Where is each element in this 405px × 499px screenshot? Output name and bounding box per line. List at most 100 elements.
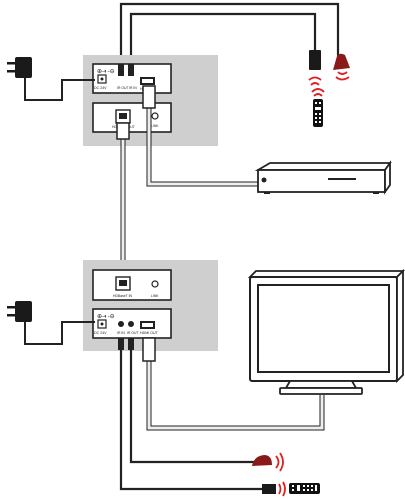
tv-display-icon [247,268,405,395]
tx-link-label: LINK [151,124,159,128]
remote-b-btn-8 [311,485,313,487]
player-disc-slot [328,178,356,180]
power-prong-bottom-1 [7,306,16,309]
rx-polarity-mark: ⊕-◐-⊖ [97,314,115,320]
remote-btn-8 [315,121,317,123]
hdmi-cable-top [142,85,258,187]
remote-btn-3 [315,107,321,110]
hdmi-cable-bottom-fill [147,360,324,430]
tv-bezel-side [396,268,404,384]
remote-b-btn-9 [311,489,313,491]
remote-b-btn-3 [297,485,300,491]
tv-screen [257,284,390,373]
ir-eye-waves-bottom [278,481,286,497]
tx-ir-out-label: IR OUT [117,86,129,90]
rx-hdbt-label: HDBaseT IN [113,294,133,298]
ir-cables-bottom [118,338,263,491]
tv-base [279,387,363,395]
rx-ir-in-jack [118,321,124,327]
power-brick-bottom [15,301,32,322]
ir-blaster-waves-bottom [275,452,284,472]
remote-b-btn-1 [292,485,294,487]
remote-body-top [313,99,323,127]
ir-blaster-body-bottom [252,455,272,466]
blu-ray-player-icon [254,160,392,195]
ir-plug-bottom-2 [128,338,134,350]
remote-buttons-bottom [292,485,317,491]
remote-btn-9 [319,121,321,123]
ir-eye-waves-top [308,76,322,86]
player-top [254,162,392,171]
tx-ir-out-jack [128,64,134,76]
hdmi-cable-top-fill [147,108,258,186]
rx-ir-in-label: IR IN [117,331,125,335]
rx-rj45-inner [119,280,127,286]
hdmi-plug-top [142,85,156,109]
tx-dc-pin [100,77,104,81]
power-adapter-icon [7,301,95,345]
power-adapter-icon [7,57,95,101]
remote-waves-top [311,88,325,97]
remote-buttons-top [315,102,321,123]
remote-b-btn-4 [303,485,305,487]
player-side [384,160,391,195]
remote-btn-2 [319,102,321,104]
player-front [257,169,386,193]
remote-btn-4 [315,113,317,115]
remote-b-btn-2 [292,489,294,491]
rx-link-label: LINK [151,294,159,298]
ir-blaster-icon [252,452,284,472]
power-brick-top [15,57,32,78]
player-foot-2 [373,192,379,194]
remote-btn-1 [315,102,317,104]
power-prong-top-1 [7,62,16,65]
ir-receiver-eye-icon [308,50,322,86]
rx-ir-out-jack [128,321,134,327]
ir-cable-bottom-remote [119,350,263,491]
ir-in-cable-top [119,2,340,66]
hdbaset-cable [116,122,130,279]
tx-dc-label: DC 24V [94,86,107,90]
ir-blaster-icon [333,53,350,81]
tx-hdmi-port-inner [142,79,153,83]
remote-b-btn-7 [307,489,309,491]
remote-control-icon [311,88,325,127]
tx-rj45-inner [119,113,127,119]
rx-hdmi-label: HDMI OUT [140,331,159,335]
remote-btn-5 [319,113,321,115]
ir-out-cable-top [129,12,317,66]
tx-ir-in-jack [118,64,124,76]
tx-ir-in-label: IR IN [129,86,137,90]
remote-b-btn-6 [307,485,309,487]
tv-stand [284,380,358,389]
rx-link-led [151,280,159,288]
tx-polarity-mark: ⊕-◐-⊖ [97,69,115,75]
remote-control-icon [289,483,320,494]
ir-blaster-waves-top [335,71,350,81]
rx-ir-out-label: IR OUT [127,331,139,335]
remote-b-btn-5 [303,489,305,491]
ir-receiver-eye-icon [262,481,286,497]
power-prong-top-2 [7,70,16,73]
ir-cable-bottom-eye [129,350,256,464]
power-prong-bottom-2 [7,314,16,317]
receiver-back [92,269,172,301]
rx-hdmi-port-inner [142,323,153,327]
ir-eye-body-top [309,50,321,70]
power-cable-top [24,78,95,101]
remote-btn-7 [319,117,321,119]
ir-eye-body-bottom [262,484,276,494]
remote-b-btn-10 [315,485,317,491]
receiver-unit: HDBaseT IN LINK ⊕-◐-⊖ DC 24V IR IN IR OU… [83,260,218,351]
ir-blaster-body-top [333,53,350,70]
rj45-plug-top [116,122,130,140]
hdmi-plug-bottom [142,337,156,362]
ir-cables-top [119,2,340,66]
remote-btn-6 [315,117,317,119]
rx-dc-pin [100,322,104,326]
tx-link-led [151,112,159,120]
player-power-button [261,177,267,183]
rx-dc-label: DC 24V [94,331,107,335]
